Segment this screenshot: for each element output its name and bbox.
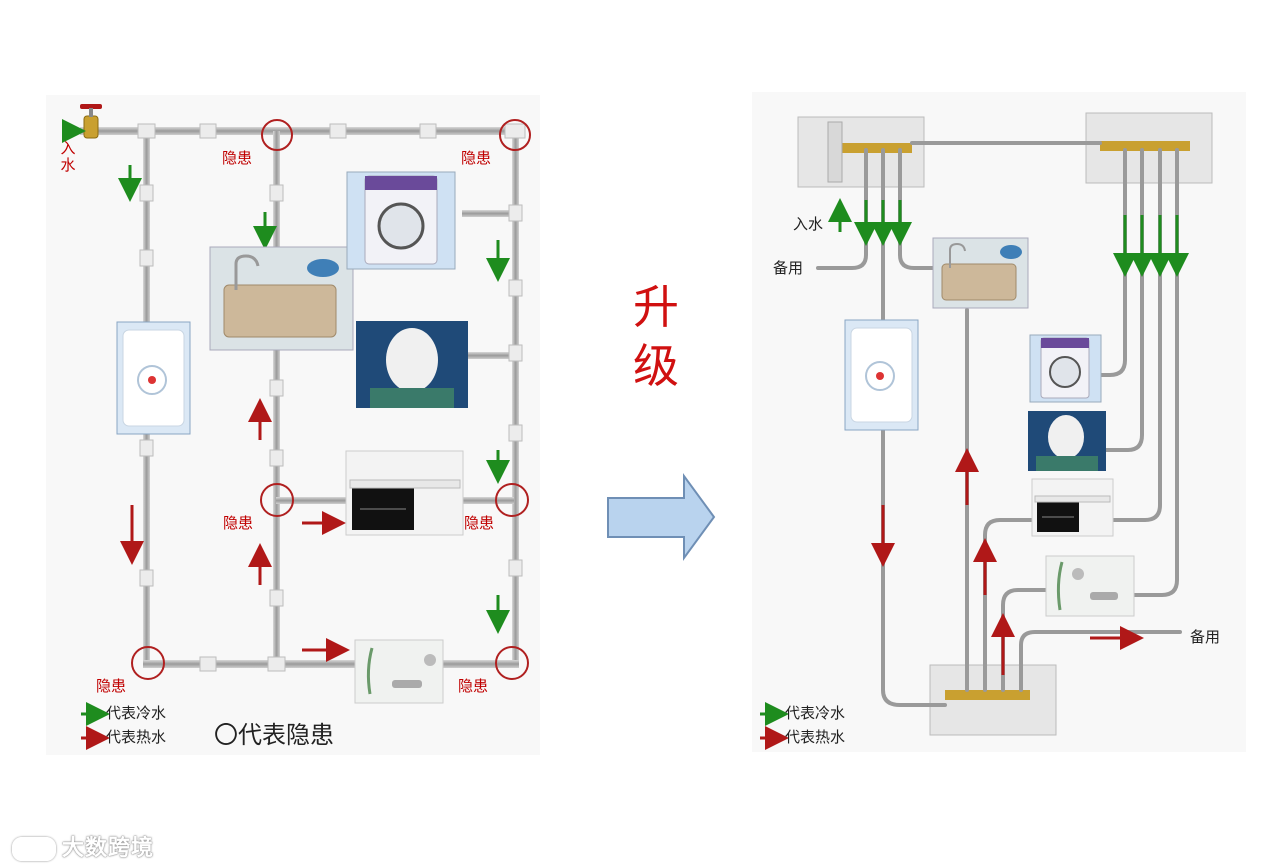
bathroom-cabinet-icon bbox=[345, 450, 464, 536]
hazard-circles bbox=[131, 119, 531, 680]
water-heater-icon bbox=[844, 319, 919, 431]
washing-machine-icon bbox=[1029, 334, 1102, 403]
sink-icon bbox=[932, 237, 1029, 309]
hazard-label-5: 隐患 bbox=[96, 677, 127, 695]
left-fittings bbox=[137, 123, 526, 672]
toilet-icon bbox=[356, 321, 468, 408]
water-heater-icon bbox=[116, 321, 191, 435]
toilet-icon bbox=[1028, 411, 1106, 471]
right-legend-hot: 代表热水 bbox=[785, 728, 846, 746]
right-cold-arrows bbox=[760, 198, 1189, 726]
hazard-label-3: 隐患 bbox=[223, 514, 254, 532]
watermark-text: 大数跨境 bbox=[62, 836, 155, 861]
shower-icon bbox=[1045, 555, 1135, 617]
watermark-logo-icon bbox=[12, 837, 56, 861]
sink-icon bbox=[209, 246, 354, 351]
right-legend-cold: 代表冷水 bbox=[785, 704, 846, 722]
upgrade-label: 升级 bbox=[633, 280, 679, 393]
watermark: 大数跨境 bbox=[12, 830, 154, 862]
hazard-label-2: 隐患 bbox=[461, 149, 492, 167]
hazard-label-6: 隐患 bbox=[458, 677, 489, 695]
right-spare-label-2: 备用 bbox=[1190, 628, 1221, 646]
washing-machine-icon bbox=[346, 171, 456, 270]
right-hot-arrows bbox=[760, 448, 1144, 750]
left-legend-hot: 代表热水 bbox=[106, 728, 167, 746]
hazard-label-1: 隐患 bbox=[222, 149, 253, 167]
left-inlet-label: 入水 bbox=[60, 139, 76, 175]
manifold-box-icon bbox=[797, 112, 1213, 736]
left-legend-hazard: 〇代表隐患 bbox=[214, 721, 334, 749]
cold-water-arrows bbox=[62, 119, 510, 726]
shower-icon bbox=[354, 639, 444, 704]
right-spare-label-1: 备用 bbox=[773, 259, 804, 277]
bathroom-cabinet-icon bbox=[1031, 478, 1114, 537]
hot-water-arrows bbox=[81, 398, 350, 750]
hazard-label-4: 隐患 bbox=[464, 514, 495, 532]
right-inlet-label: 入水 bbox=[793, 215, 824, 233]
left-legend-cold: 代表冷水 bbox=[106, 704, 167, 722]
